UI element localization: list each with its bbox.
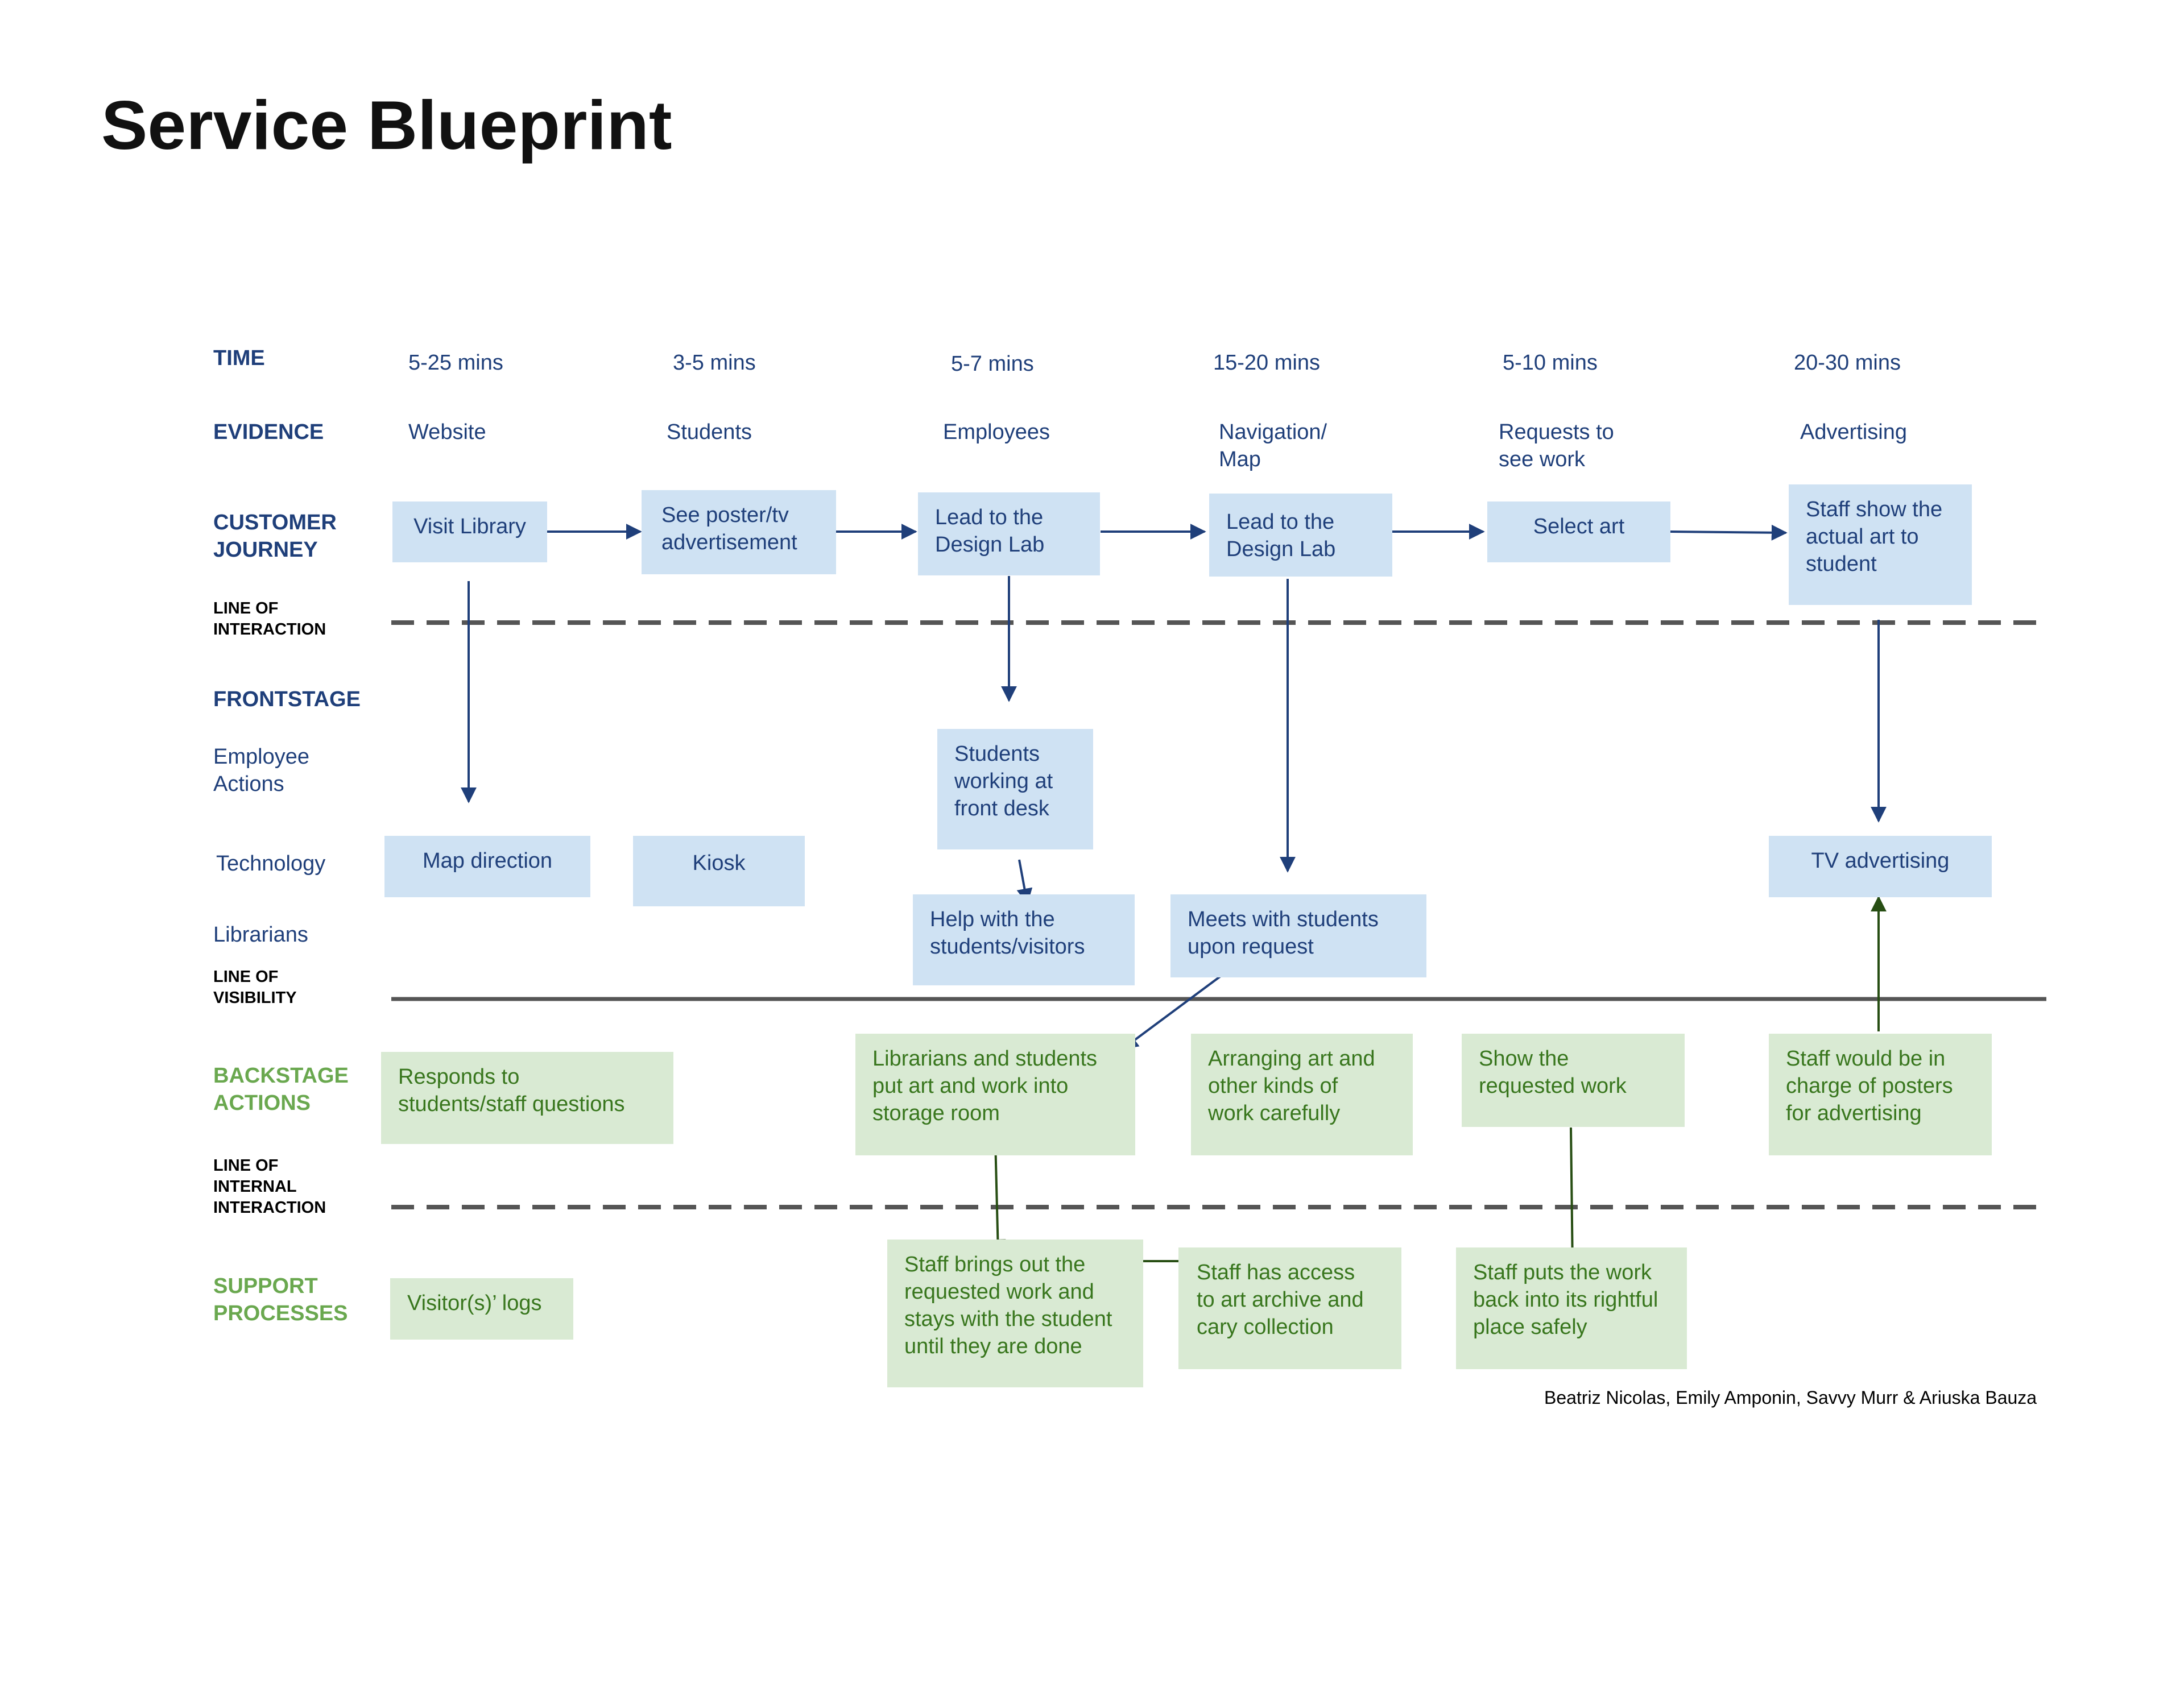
journey-lead-design-lab-2: Lead to the Design Lab [1209, 494, 1392, 577]
arrow-meets-to-librarians [1122, 968, 1231, 1050]
evidence-3: Employees [943, 420, 1050, 444]
tech-tv-advertising: TV advertising [1769, 836, 1992, 897]
row-label-technology: Technology [216, 852, 326, 876]
page-title: Service Blueprint [101, 86, 672, 164]
row-label-evidence: EVIDENCE [213, 420, 324, 444]
row-label-backstage-actions: BACKSTAGE ACTIONS [213, 1064, 349, 1115]
journey-lead-design-lab-1: Lead to the Design Lab [918, 492, 1100, 575]
tech-map-direction: Map direction [384, 836, 590, 897]
credits: Beatriz Nicolas, Emily Amponin, Savvy Mu… [1544, 1387, 2037, 1408]
time-5: 5-10 mins [1503, 351, 1598, 375]
arrow-show-to-puts [1564, 1127, 1581, 1271]
journey-visit-library: Visit Library [392, 501, 547, 562]
support-staff-puts-back: Staff puts the work back into its rightf… [1456, 1247, 1687, 1369]
evidence-5: Requests to see work [1499, 420, 1614, 471]
support-staff-archive-access: Staff has access to art archive and cary… [1178, 1247, 1401, 1369]
time-2: 3-5 mins [673, 351, 756, 375]
backstage-show-requested-work: Show the requested work [1462, 1034, 1685, 1127]
journey-select-art: Select art [1487, 501, 1670, 562]
support-visitor-logs: Visitor(s)’ logs [390, 1278, 573, 1340]
row-label-librarians: Librarians [213, 923, 308, 947]
line-label-visibility: LINE OF VISIBILITY [213, 968, 297, 1007]
backstage-staff-posters: Staff would be in charge of posters for … [1769, 1034, 1992, 1155]
row-label-customer-journey: CUSTOMER JOURNEY [213, 511, 337, 562]
journey-see-poster: See poster/tv advertisement [642, 490, 836, 574]
evidence-6: Advertising [1800, 420, 1907, 444]
evidence-4: Navigation/ Map [1219, 420, 1327, 471]
line-label-interaction: LINE OF INTERACTION [213, 599, 326, 639]
backstage-librarians-storage: Librarians and students put art and work… [855, 1034, 1135, 1155]
support-staff-brings-work: Staff brings out the requested work and … [887, 1240, 1143, 1387]
evidence-1: Website [408, 420, 486, 444]
time-4: 15-20 mins [1213, 351, 1320, 375]
row-label-frontstage: FRONTSTAGE [213, 687, 361, 711]
employee-students-front-desk: Students working at front desk [937, 729, 1093, 849]
arrow-journey-5-6 [1669, 524, 1788, 541]
time-1: 5-25 mins [408, 351, 503, 375]
arrow-librarians-to-staff-brings [990, 1139, 1006, 1255]
time-3: 5-7 mins [951, 352, 1034, 376]
row-label-employee-actions: Employee Actions [213, 745, 309, 796]
tech-kiosk: Kiosk [633, 836, 805, 906]
backstage-arranging-art: Arranging art and other kinds of work ca… [1191, 1034, 1413, 1155]
librarian-meets-students: Meets with students upon request [1170, 894, 1426, 977]
row-label-time: TIME [213, 346, 265, 370]
evidence-2: Students [667, 420, 752, 444]
journey-staff-show-art: Staff show the actual art to student [1789, 484, 1972, 605]
time-6: 20-30 mins [1794, 351, 1901, 375]
librarian-help-students: Help with the students/visitors [913, 894, 1135, 985]
line-label-internal-interaction: LINE OF INTERNAL INTERACTION [213, 1157, 326, 1217]
row-label-support-processes: SUPPORT PROCESSES [213, 1274, 348, 1325]
backstage-responds-questions: Responds to students/staff questions [381, 1052, 673, 1144]
